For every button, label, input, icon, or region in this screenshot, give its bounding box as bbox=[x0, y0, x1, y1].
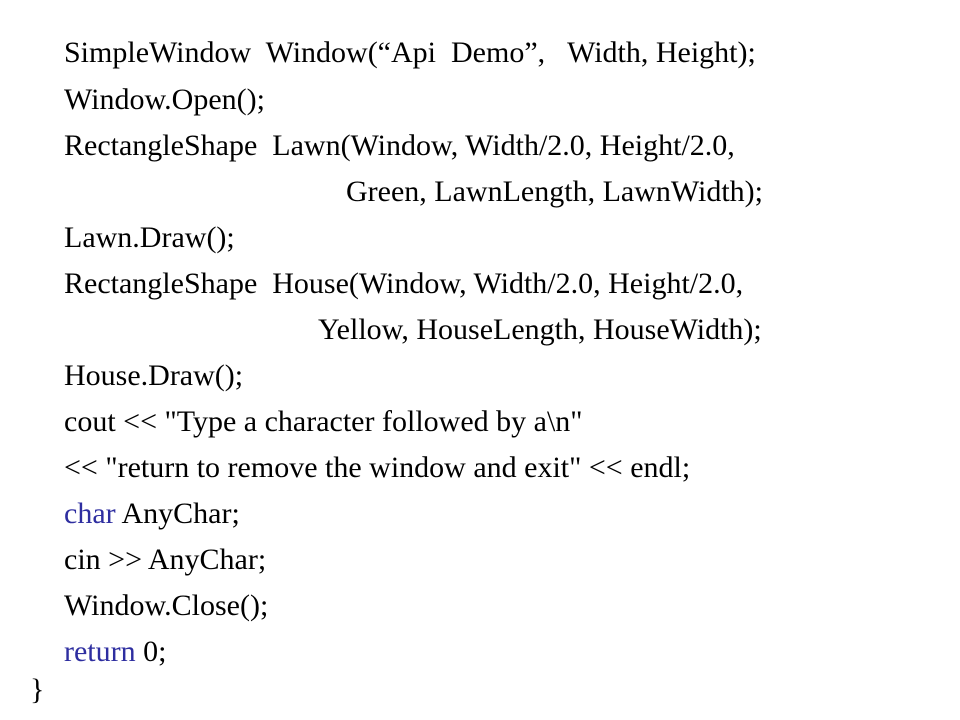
code-line-window-open: Window.Open(); bbox=[64, 83, 265, 116]
code-line-return: return 0; bbox=[64, 635, 167, 668]
code-line-house-declaration: RectangleShape House(Window, Width/2.0, … bbox=[64, 267, 744, 300]
code-line-closing-brace: } bbox=[30, 673, 45, 706]
code-line-lawn-declaration: RectangleShape Lawn(Window, Width/2.0, H… bbox=[64, 129, 735, 162]
code-line-char-declaration: char AnyChar; bbox=[64, 497, 240, 530]
code-line-window-declaration: SimpleWindow Window(“Api Demo”, Width, H… bbox=[64, 36, 756, 69]
code-line-house-draw: House.Draw(); bbox=[64, 359, 244, 392]
code-line-cin: cin >> AnyChar; bbox=[64, 543, 267, 576]
keyword-return: return bbox=[64, 635, 136, 668]
code-line-cout-prompt: cout << "Type a character followed by a\… bbox=[64, 405, 583, 438]
code-line-cout-continuation: << "return to remove the window and exit… bbox=[64, 451, 691, 484]
code-line-lawn-arguments: Green, LawnLength, LawnWidth); bbox=[346, 175, 763, 208]
code-line-lawn-draw: Lawn.Draw(); bbox=[64, 221, 235, 254]
keyword-char: char bbox=[64, 497, 116, 530]
code-line-house-arguments: Yellow, HouseLength, HouseWidth); bbox=[318, 313, 762, 346]
code-line-window-close: Window.Close(); bbox=[64, 589, 269, 622]
